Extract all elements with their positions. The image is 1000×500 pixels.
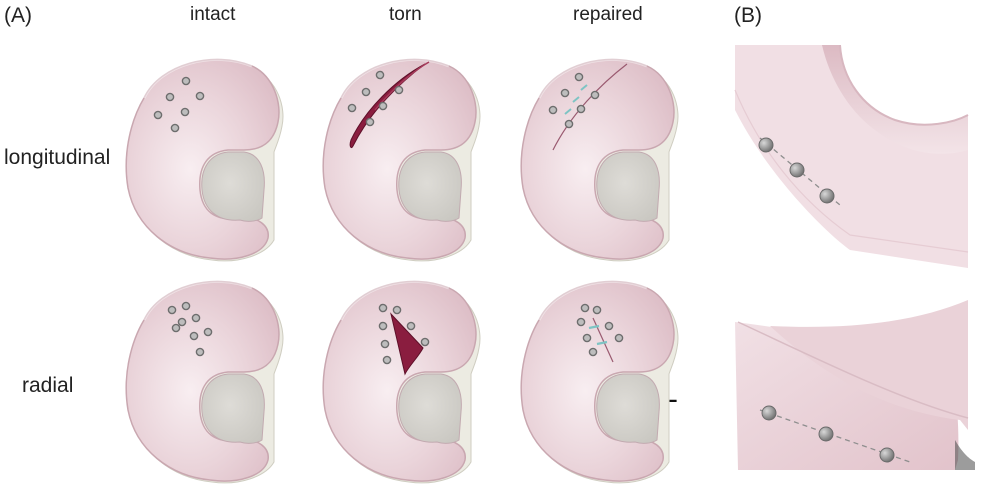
meniscus-radial-repaired <box>519 279 680 485</box>
column-heading-torn: torn <box>389 4 422 25</box>
panel-b-radial-specimen <box>735 300 975 470</box>
meniscus-longitudinal-intact <box>124 57 285 263</box>
meniscus-radial-torn <box>321 279 482 485</box>
panel-label-b: (B) <box>734 4 762 27</box>
meniscus-radial-intact <box>124 279 285 485</box>
row-heading-radial: radial <box>22 374 74 397</box>
column-heading-repaired: repaired <box>573 4 643 25</box>
panel-b-longitudinal-specimen <box>734 44 969 268</box>
meniscus-longitudinal-torn <box>321 57 482 263</box>
meniscus-longitudinal-repaired <box>519 57 680 263</box>
column-heading-intact: intact <box>190 4 236 25</box>
panel-label-a: (A) <box>4 4 32 27</box>
row-heading-longitudinal: longitudinal <box>4 146 111 169</box>
